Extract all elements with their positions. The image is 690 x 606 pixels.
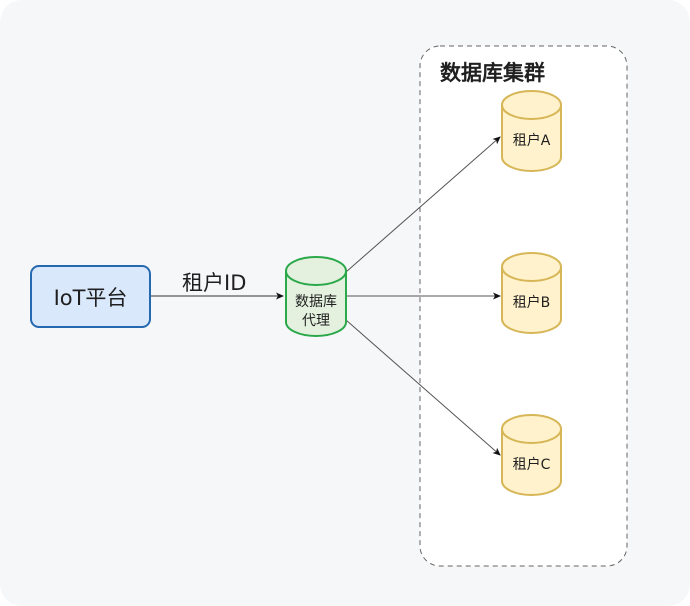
iot-platform-node[interactable]: IoT平台 bbox=[30, 265, 151, 328]
tenant-b-database[interactable]: 租户B bbox=[501, 252, 562, 334]
proxy-cylinder-body bbox=[285, 271, 347, 337]
tenant-a-cylinder-top bbox=[501, 90, 562, 120]
edge-label-tenant-id: 租户ID bbox=[182, 271, 246, 295]
tenant-c-database[interactable]: 租户C bbox=[501, 414, 562, 496]
proxy-label-line2: 代理 bbox=[302, 313, 330, 329]
proxy-label-line1: 数据库 bbox=[295, 294, 337, 310]
tenant-b-cylinder-top bbox=[501, 252, 562, 282]
iot-platform-label: IoT平台 bbox=[54, 286, 128, 310]
database-proxy-node[interactable]: 数据库 代理 bbox=[285, 256, 347, 337]
cluster-title: 数据库集群 bbox=[440, 61, 545, 85]
edges: 租户ID bbox=[150, 136, 501, 456]
tenant-a-label: 租户A bbox=[513, 132, 551, 149]
iot-platform-box[interactable] bbox=[30, 265, 151, 328]
proxy-cylinder-top bbox=[285, 256, 347, 286]
tenant-c-label: 租户C bbox=[513, 456, 551, 473]
tenant-a-cylinder-body bbox=[501, 105, 562, 172]
edge-proxy-to-tenant-a[interactable] bbox=[345, 136, 501, 273]
tenant-c-cylinder-top bbox=[501, 414, 562, 444]
tenant-b-label: 租户B bbox=[513, 294, 551, 311]
tenant-b-cylinder-body bbox=[501, 267, 562, 334]
tenant-a-database[interactable]: 租户A bbox=[501, 90, 562, 172]
edge-proxy-to-tenant-c[interactable] bbox=[345, 319, 501, 456]
tenant-c-cylinder-body bbox=[501, 429, 562, 496]
